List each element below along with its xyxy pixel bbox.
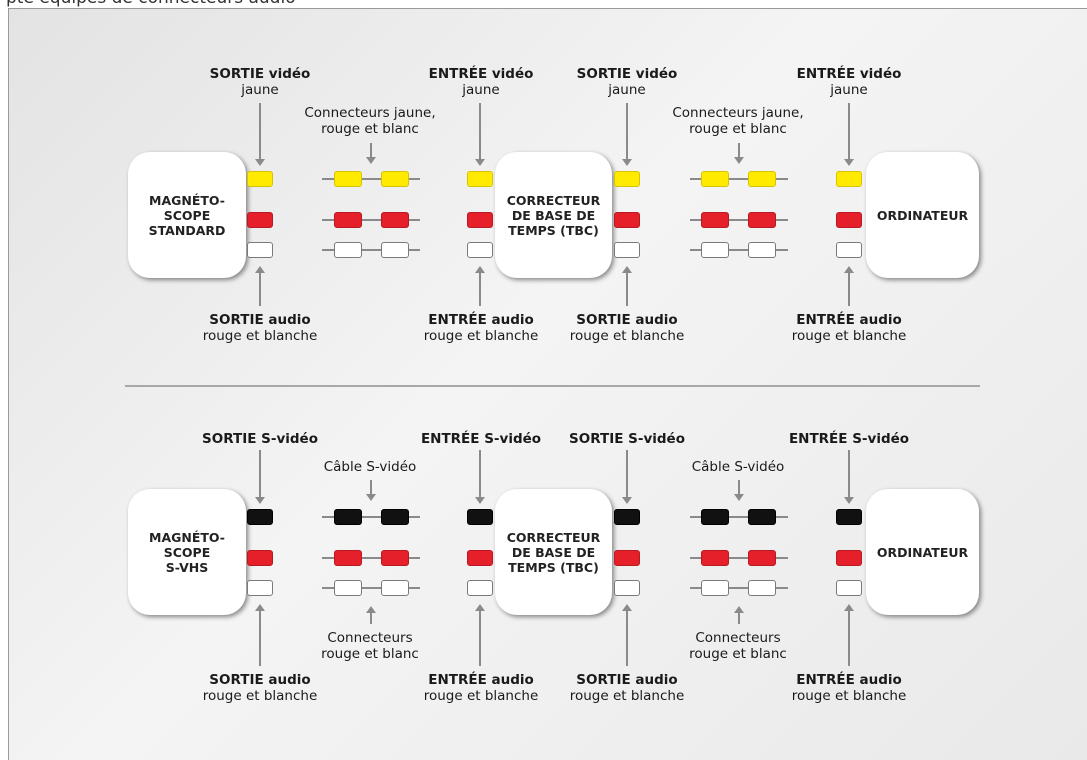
tbc-audio-in-label: ENTRÉE audio rouge et blanche (423, 312, 539, 344)
tbc-audio-in-white-port (467, 242, 493, 258)
tbc-svideo-in-port (467, 509, 493, 525)
pc-audio-in-red-port (836, 550, 862, 566)
tbc-audio-in-white-port (467, 580, 493, 596)
tbc-audio-in-label-bottom: ENTRÉE audio rouge et blanche (423, 672, 539, 704)
arrow-down-icon (475, 159, 485, 166)
vcr-standard-box: MAGNÉTO- SCOPE STANDARD (128, 152, 246, 278)
arrow-up-icon (475, 266, 485, 273)
tbc-box-top: CORRECTEUR DE BASE DE TEMPS (TBC) (495, 152, 612, 278)
diagram-panel (8, 8, 1087, 760)
arrow-up-icon (844, 604, 854, 611)
cable-svideo-audio-label-1: Connecteurs rouge et blanc (321, 630, 419, 662)
tbc-svideo-in-label: ENTRÉE S-vidéo (420, 431, 542, 447)
vcr-svideo-out-port (247, 509, 273, 525)
arrow-down-icon (475, 497, 485, 504)
vcr-video-out-port (247, 171, 273, 187)
tbc-video-in-label: ENTRÉE vidéo jaune (428, 66, 534, 98)
pc-video-in-label: ENTRÉE vidéo jaune (796, 66, 902, 98)
arrow-up-icon (734, 606, 744, 613)
tbc-audio-out-label-bottom: SORTIE audio rouge et blanche (569, 672, 685, 704)
arrow-up-icon (844, 266, 854, 273)
tbc-box-bottom: CORRECTEUR DE BASE DE TEMPS (TBC) (495, 489, 612, 615)
arrow-up-icon (366, 606, 376, 613)
vcr-audio-out-red-port (247, 212, 273, 228)
arrow-up-icon (255, 604, 265, 611)
tbc-audio-in-red-port (467, 550, 493, 566)
vcr-audio-out-white-port (247, 580, 273, 596)
arrow-down-icon (844, 497, 854, 504)
cable-composite-label-2: Connecteurs jaune, rouge et blanc (672, 105, 804, 137)
tbc-video-out-port (614, 171, 640, 187)
pc-video-in-port (836, 171, 862, 187)
pc-audio-in-red-port (836, 212, 862, 228)
cable-svideo-label-2: Câble S-vidéo (691, 459, 785, 475)
arrow-down-icon (622, 497, 632, 504)
vcr-audio-out-white-port (247, 242, 273, 258)
tbc-video-out-label: SORTIE vidéo jaune (576, 66, 678, 98)
arrow-down-icon (255, 497, 265, 504)
tbc-audio-out-white-port (614, 580, 640, 596)
vcr-audio-out-label: SORTIE audio rouge et blanche (202, 312, 318, 344)
vcr-audio-out-red-port (247, 550, 273, 566)
arrow-down-icon (734, 494, 744, 501)
arrow-up-icon (622, 604, 632, 611)
pc-svideo-in-label: ENTRÉE S-vidéo (788, 431, 910, 447)
vcr-svhs-box: MAGNÉTO- SCOPE S-VHS (128, 489, 246, 615)
vcr-video-out-label: SORTIE vidéo jaune (209, 66, 311, 98)
arrow-down-icon (734, 157, 744, 164)
pc-svideo-in-port (836, 509, 862, 525)
tbc-svideo-out-port (614, 509, 640, 525)
tbc-audio-out-red-port (614, 212, 640, 228)
arrow-up-icon (622, 266, 632, 273)
tbc-audio-out-white-port (614, 242, 640, 258)
pc-audio-in-label: ENTRÉE audio rouge et blanche (791, 312, 907, 344)
arrow-down-icon (255, 159, 265, 166)
cable-composite-label-1: Connecteurs jaune, rouge et blanc (304, 105, 436, 137)
tbc-video-in-port (467, 171, 493, 187)
top-caption: pte équipés de connecteurs audio (6, 0, 296, 8)
arrow-up-icon (255, 266, 265, 273)
section-divider (125, 385, 980, 387)
vcr-svideo-out-label: SORTIE S-vidéo (202, 431, 318, 447)
arrow-down-icon (622, 159, 632, 166)
pc-audio-in-white-port (836, 242, 862, 258)
arrow-down-icon (844, 159, 854, 166)
arrow-down-icon (366, 157, 376, 164)
cable-svideo-label-1: Câble S-vidéo (323, 459, 417, 475)
computer-box-bottom: ORDINATEUR (866, 489, 979, 615)
cable-svideo-audio-label-2: Connecteurs rouge et blanc (689, 630, 787, 662)
arrow-down-icon (366, 494, 376, 501)
computer-box-top: ORDINATEUR (866, 152, 979, 278)
pc-audio-in-label-bottom: ENTRÉE audio rouge et blanche (791, 672, 907, 704)
pc-audio-in-white-port (836, 580, 862, 596)
arrow-up-icon (475, 604, 485, 611)
tbc-svideo-out-label: SORTIE S-vidéo (569, 431, 685, 447)
vcr-audio-out-label-bottom: SORTIE audio rouge et blanche (202, 672, 318, 704)
tbc-audio-out-red-port (614, 550, 640, 566)
tbc-audio-in-red-port (467, 212, 493, 228)
tbc-audio-out-label: SORTIE audio rouge et blanche (569, 312, 685, 344)
